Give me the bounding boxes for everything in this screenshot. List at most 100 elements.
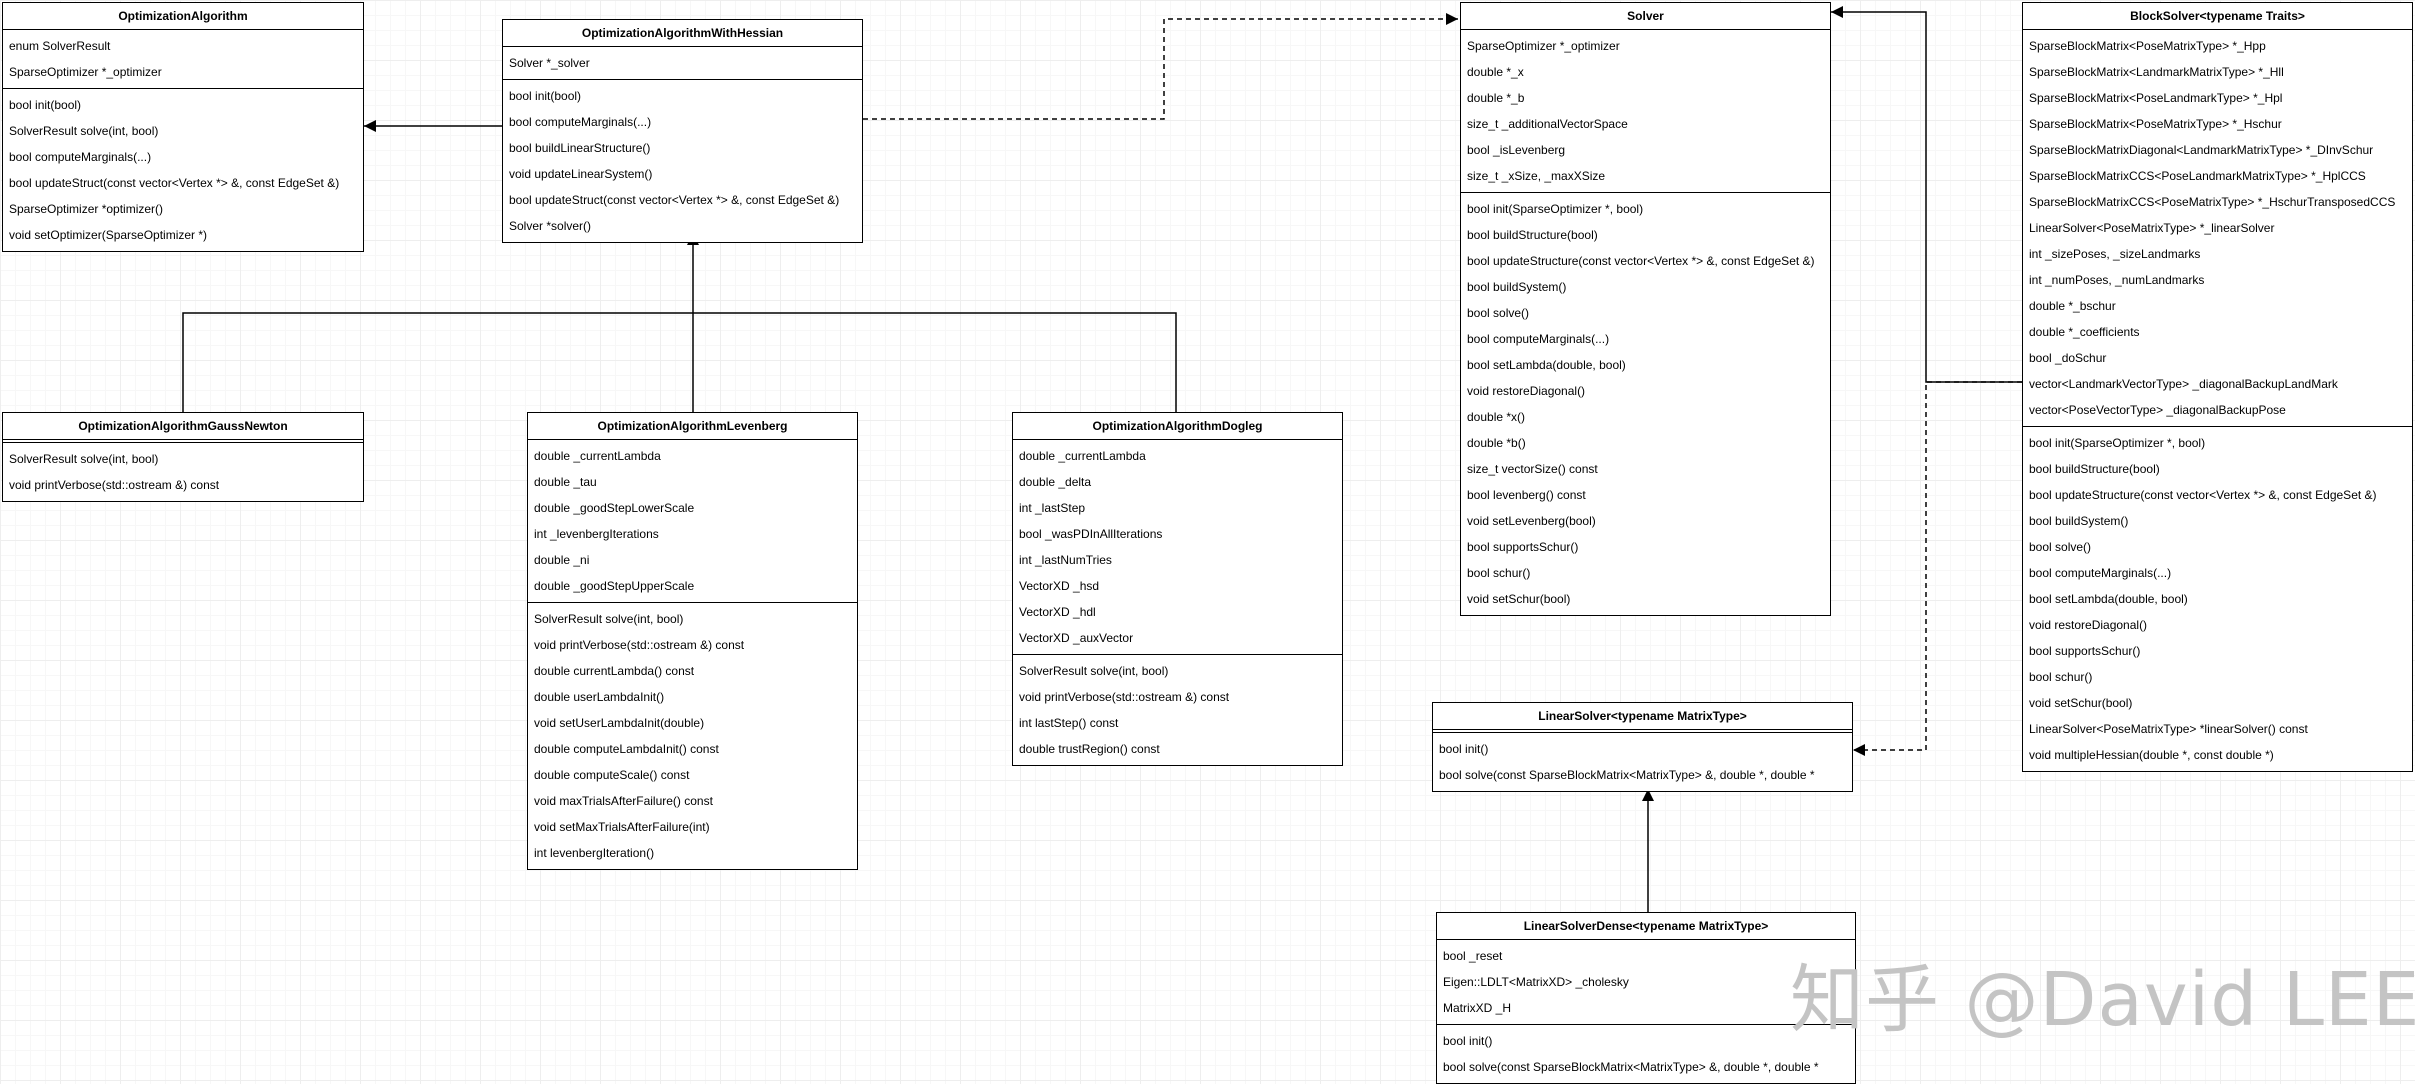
attribute-row: SparseBlockMatrix<LandmarkMatrixType> *_… (2029, 65, 2284, 79)
attribute-row: SparseBlockMatrixCCS<PoseLandmarkMatrixT… (2029, 169, 2366, 183)
attribute-row: double *_b (1467, 91, 1525, 105)
method-row: void printVerbose(std::ostream &) const (9, 478, 220, 492)
class-name: OptimizationAlgorithmDogleg (1013, 413, 1342, 440)
method-row: bool setLambda(double, bool) (1467, 358, 1626, 372)
method-row: double computeLambdaInit() const (534, 742, 719, 756)
class-name: LinearSolverDense<typename MatrixType> (1437, 913, 1855, 940)
methods-section: bool init(bool)bool computeMarginals(...… (503, 80, 862, 242)
dogleg-inherits-edge (693, 312, 1177, 412)
attribute-row: Eigen::LDLT<MatrixXD> _cholesky (1443, 975, 1629, 989)
gaussnewton-inherits-edge (182, 312, 693, 412)
attribute-row: MatrixXD _H (1443, 1001, 1512, 1015)
method-row: bool setLambda(double, bool) (2029, 592, 2188, 606)
attribute-row: int _lastStep (1019, 501, 1086, 515)
method-row: void restoreDiagonal() (2029, 618, 2148, 632)
attributes-section (1433, 730, 1852, 733)
method-row: SparseOptimizer *optimizer() (9, 202, 164, 216)
methods-section: bool init()bool solve(const SparseBlockM… (1433, 733, 1852, 791)
attribute-row: double _goodStepUpperScale (534, 579, 695, 593)
method-row: int lastStep() const (1019, 716, 1119, 730)
method-row: LinearSolver<PoseMatrixType> *linearSolv… (2029, 722, 2308, 736)
methods-section: bool init(SparseOptimizer *, bool) bool b… (1461, 193, 1830, 615)
method-row: Solver *solver() (509, 219, 592, 233)
method-row: bool buildSystem() (1467, 280, 1567, 294)
method-row: double userLambdaInit() (534, 690, 665, 704)
method-row: SolverResult solve(int, bool) (1019, 664, 1169, 678)
attribute-row: vector<LandmarkVectorType> _diagonalBack… (2029, 377, 2338, 391)
attributes-section: Solver *_solver (503, 47, 862, 80)
methods-section: bool init() bool solve(const SparseBlockM… (1437, 1025, 1855, 1083)
method-row: bool solve(const SparseBlockMatrix<Matri… (1443, 1060, 1819, 1074)
method-row: double currentLambda() const (534, 664, 695, 678)
method-row: bool computeMarginals(...) (509, 115, 652, 129)
method-row: bool init(SparseOptimizer *, bool) (2029, 436, 2206, 450)
method-row: void setMaxTrialsAfterFailure(int) (534, 820, 710, 834)
class-name: Solver (1461, 3, 1830, 30)
method-row: void setSchur(bool) (1467, 592, 1571, 606)
method-row: bool buildStructure(bool) (2029, 462, 2160, 476)
method-row: bool updateStruct(const vector<Vertex *>… (9, 176, 340, 190)
attribute-row: enum SolverResult (9, 39, 111, 53)
method-row: bool computeMarginals(...) (1467, 332, 1610, 346)
method-row: bool init() (1443, 1034, 1493, 1048)
attribute-row: double _goodStepLowerScale (534, 501, 695, 515)
attribute-row: SparseOptimizer *_optimizer (1467, 39, 1620, 53)
attribute-row: Solver *_solver (509, 56, 590, 70)
methods-section: SolverResult solve(int, bool)void printV… (3, 443, 363, 501)
method-row: SolverResult solve(int, bool) (9, 124, 159, 138)
method-row: void printVerbose(std::ostream &) const (1019, 690, 1230, 704)
method-row: bool supportsSchur() (1467, 540, 1579, 554)
class-linear-solver-dense[interactable]: LinearSolverDense<typename MatrixType> bo… (1436, 912, 1856, 1084)
method-row: double computeScale() const (534, 768, 690, 782)
blocksolver-inherits-edge (1831, 6, 2022, 383)
attribute-row: size_t _additionalVectorSpace (1467, 117, 1628, 131)
attribute-row: double _currentLambda (1019, 449, 1146, 463)
method-row: void printVerbose(std::ostream &) const (534, 638, 745, 652)
methods-section: bool init(bool)SolverResult solve(int, b… (3, 89, 363, 251)
method-row: bool updateStruct(const vector<Vertex *>… (509, 193, 840, 207)
attribute-row: SparseBlockMatrixCCS<PoseMatrixType> *_H… (2029, 195, 2396, 209)
class-name: OptimizationAlgorithmWithHessian (503, 20, 862, 47)
methods-section: SolverResult solve(int, bool) void printV… (1013, 655, 1342, 765)
method-row: void restoreDiagonal() (1467, 384, 1586, 398)
attribute-row: double _tau (534, 475, 597, 489)
attribute-row: SparseBlockMatrix<PoseMatrixType> *_Hpp (2029, 39, 2266, 53)
method-row: bool solve() (2029, 540, 2092, 554)
method-row: bool solve() (1467, 306, 1530, 320)
attribute-row: double _delta (1019, 475, 1092, 489)
method-row: int levenbergIteration() (534, 846, 655, 860)
attribute-row: int _numPoses, _numLandmarks (2029, 273, 2205, 287)
method-row: double trustRegion() const (1019, 742, 1160, 756)
method-row: SolverResult solve(int, bool) (534, 612, 684, 626)
attribute-row: vector<PoseVectorType> _diagonalBackupPo… (2029, 403, 2286, 417)
methods-section: SolverResult solve(int, bool) void printV… (528, 603, 857, 869)
attribute-row: SparseBlockMatrix<PoseLandmarkType> *_Hp… (2029, 91, 2283, 105)
method-row: bool computeMarginals(...) (9, 150, 152, 164)
attribute-row: double *_x (1467, 65, 1524, 79)
class-name: BlockSolver<typename Traits> (2023, 3, 2412, 30)
class-linear-solver[interactable]: LinearSolver<typename MatrixType> bool in… (1432, 702, 1853, 792)
attribute-row: double _ni (534, 553, 590, 567)
class-block-solver[interactable]: BlockSolver<typename Traits>SparseBlockM… (2022, 2, 2413, 772)
methods-section: bool init(SparseOptimizer *, bool) bool b… (2023, 427, 2412, 771)
method-row: bool init(SparseOptimizer *, bool) (1467, 202, 1644, 216)
attribute-row: size_t _xSize, _maxXSize (1467, 169, 1606, 183)
method-row: bool levenberg() const (1467, 488, 1586, 502)
attribute-row: double *_coefficients (2029, 325, 2140, 339)
class-name: LinearSolver<typename MatrixType> (1433, 703, 1852, 730)
method-row: void updateLinearSystem() (509, 167, 653, 181)
method-row: bool buildStructure(bool) (1467, 228, 1598, 242)
hessian-solver-dependency-edge (863, 13, 1458, 120)
